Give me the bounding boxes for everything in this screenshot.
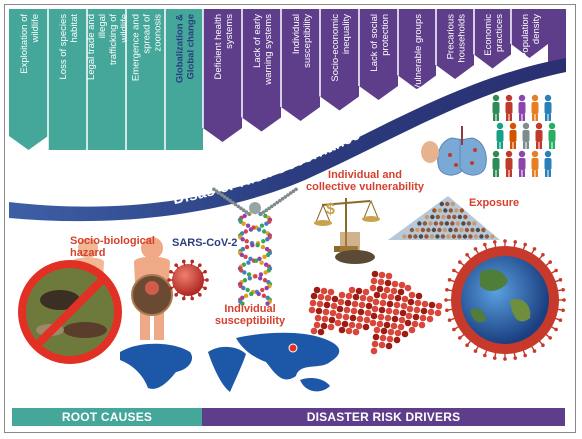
population-people-icons — [492, 94, 556, 177]
teal-banner-background — [9, 9, 203, 150]
wildlife-prohibited-icon — [18, 260, 122, 364]
bat-virus-icon — [131, 259, 209, 316]
flag-label: Populationdensity — [520, 14, 542, 59]
inequality-scale-icon: $ — [314, 198, 380, 264]
risk-drivers-bar: DISASTER RISK DRIVERS — [202, 408, 565, 426]
flag-label: Precarioushouseholds — [446, 14, 468, 63]
sars-cov2-label: SARS-CoV-2 — [172, 237, 237, 249]
flag-label: Deficient healthsystems — [213, 14, 235, 80]
top-banners — [9, 9, 566, 150]
flag-label: Emergence andspread ofzoonosis — [131, 14, 164, 81]
flag-label: Individualsusceptibility — [291, 14, 313, 68]
figure-frame — [4, 4, 576, 433]
flag-label: Economicpractices — [483, 14, 505, 56]
flag-label: Globalization &Global change — [175, 14, 197, 83]
flag-arrow-cut — [9, 136, 48, 210]
flag-label: Loss of specieshabitat — [58, 14, 80, 80]
flag-label: Lack of socialprotection — [369, 14, 391, 72]
virus-particle-arrow — [308, 270, 443, 355]
flag-arrow-cut — [87, 162, 126, 236]
flag-arrow-cut — [242, 117, 281, 192]
lungs-icon — [421, 126, 487, 176]
exposure-crowd-icon — [388, 196, 500, 240]
svg-text:$: $ — [326, 201, 335, 218]
world-map — [120, 332, 340, 392]
root-causes-bar: ROOT CAUSES — [12, 408, 202, 426]
infected-globe-icon — [444, 239, 566, 361]
risk-drivers-label: DISASTER RISK DRIVERS — [306, 410, 461, 424]
flag-label: Lack of earlywarning systems — [252, 14, 274, 86]
purple-banner-background — [203, 9, 566, 150]
flag-label: Exploitation ofwildlife — [19, 14, 41, 74]
dna-figure-icon — [212, 187, 298, 306]
flag-label: Socio-economicinequality — [330, 14, 352, 82]
flag-arrow-cut — [48, 149, 87, 223]
flag-label: Vulnerable groups — [413, 14, 424, 91]
flag-label: Legal trade andillegaltrafficking ofwild… — [86, 14, 130, 80]
root-causes-label: ROOT CAUSES — [61, 410, 153, 424]
exposure-label: Exposure — [469, 197, 519, 209]
flag-arrow-cut — [203, 128, 242, 202]
